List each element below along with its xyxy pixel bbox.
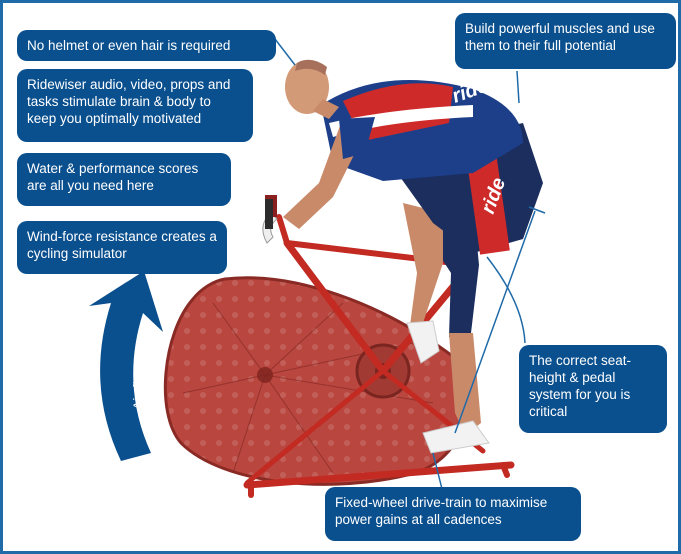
callout-water: Water & performance scores are all you n… <box>17 153 231 206</box>
airflow-arrow <box>89 271 163 461</box>
airflow-label: Air-flow <box>130 354 148 410</box>
callout-wind: Wind-force resistance creates a cycling … <box>17 221 227 274</box>
callout-helmet: No helmet or even hair is required <box>17 30 276 61</box>
callout-drivetrain: Fixed-wheel drive-train to maximise powe… <box>325 487 581 541</box>
callout-seat: The correct seat-height & pedal system f… <box>519 345 667 433</box>
callout-muscles: Build powerful muscles and use them to t… <box>455 13 676 69</box>
callout-ridewiser: Ridewiser audio, video, props and tasks … <box>17 69 253 142</box>
